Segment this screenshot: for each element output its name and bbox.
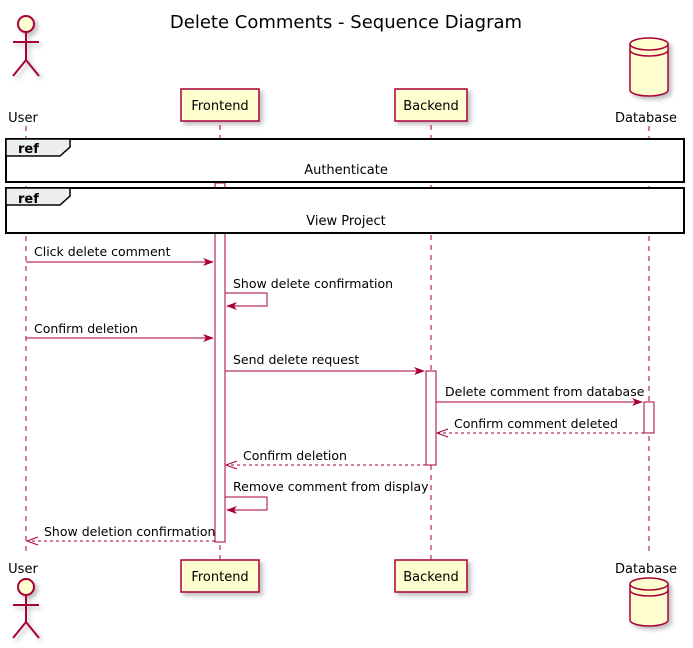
activation-backend (425, 370, 437, 466)
participant-label: Database (615, 562, 677, 577)
message-label: Confirm deletion (243, 448, 347, 463)
participant-frontend-top: Frontend (180, 88, 260, 122)
message-confirm-deletion: Confirm deletion (26, 321, 214, 342)
activation-frontend (214, 182, 226, 543)
actor-icon (12, 15, 40, 77)
ref-tag: ref (18, 142, 39, 157)
participant-backend-bottom: Backend (394, 559, 468, 593)
participant-label: User (8, 111, 38, 126)
participant-frontend-bottom: Frontend (180, 559, 260, 593)
ref-authenticate: ref Authenticate (5, 138, 685, 183)
participant-database-top: Database (615, 37, 677, 126)
database-icon (629, 577, 669, 627)
message-label: Confirm comment deleted (454, 416, 618, 431)
participant-label: Frontend (191, 99, 248, 114)
message-label: Confirm deletion (34, 321, 138, 336)
message-delete-comment-from-database: Delete comment from database (436, 384, 645, 406)
participant-label: Backend (403, 99, 459, 114)
message-show-delete-confirmation: Show delete confirmation (225, 276, 393, 310)
message-click-delete-comment: Click delete comment (26, 244, 214, 266)
message-confirm-comment-deleted: Confirm comment deleted (435, 416, 644, 438)
diagram-title: Delete Comments - Sequence Diagram (170, 12, 522, 33)
participant-user-bottom: User (8, 562, 40, 639)
participant-label: Database (615, 111, 677, 126)
message-label: Show deletion confirmation (44, 524, 215, 539)
participant-label: Frontend (191, 570, 248, 585)
actor-icon (12, 578, 40, 639)
participant-label: Backend (403, 570, 459, 585)
message-label: Show delete confirmation (233, 276, 393, 291)
ref-label: Authenticate (304, 163, 388, 178)
database-icon (629, 37, 669, 97)
message-show-deletion-confirmation: Show deletion confirmation (25, 524, 215, 546)
message-label: Send delete request (233, 352, 359, 367)
ref-tag: ref (18, 192, 39, 207)
participant-label: User (8, 562, 38, 577)
message-remove-comment-from-display: Remove comment from display (225, 479, 429, 514)
ref-label: View Project (306, 214, 385, 229)
ref-view-project: ref View Project (5, 187, 685, 234)
message-label: Remove comment from display (233, 479, 429, 494)
message-send-delete-request: Send delete request (225, 352, 425, 375)
participant-backend-top: Backend (394, 88, 468, 122)
participant-database-bottom: Database (615, 562, 677, 627)
participant-user-top: User (8, 15, 40, 126)
message-confirm-deletion-response: Confirm deletion (224, 448, 426, 470)
message-label: Delete comment from database (445, 384, 645, 399)
message-label: Click delete comment (34, 244, 171, 259)
activation-database (643, 401, 655, 434)
